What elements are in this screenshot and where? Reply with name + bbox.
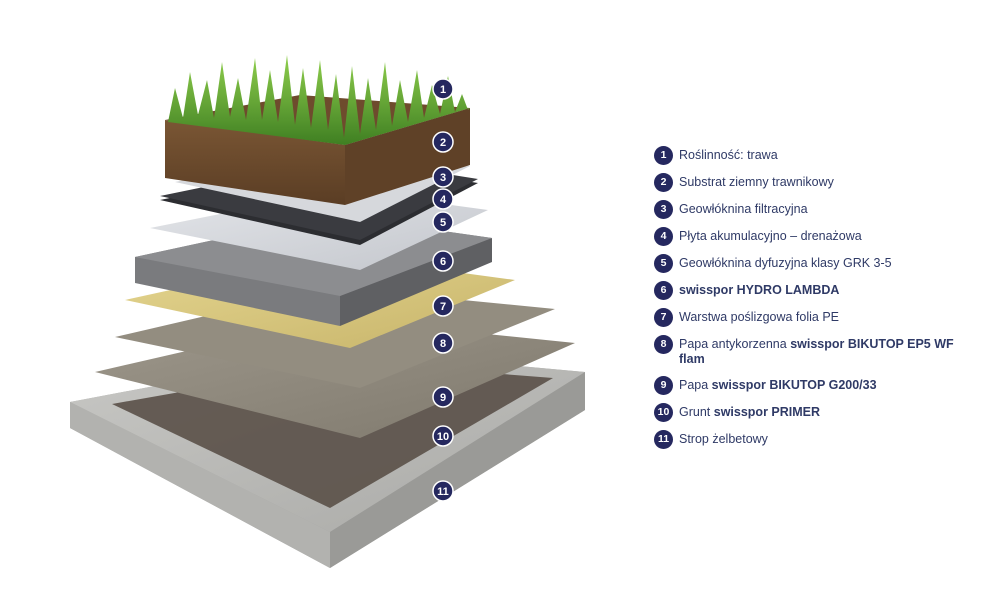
marker-9: 9 <box>432 386 454 408</box>
legend-item-11: 11 Strop żelbetowy <box>654 430 964 459</box>
svg-text:11: 11 <box>437 486 449 498</box>
legend-item-2: 2 Substrat ziemny trawnikowy <box>654 173 964 202</box>
legend-item-8: 8 Papa antykorzenna swisspor BIKUTOP EP5… <box>654 335 964 378</box>
legend-item-5: 5 Geowłóknina dyfuzyjna klasy GRK 3-5 <box>654 254 964 283</box>
marker-5: 5 <box>432 211 454 233</box>
legend-item-4: 4 Płyta akumulacyjno – drenażowa <box>654 227 964 256</box>
marker-2: 2 <box>432 131 454 153</box>
svg-text:9: 9 <box>440 392 446 404</box>
marker-4: 4 <box>432 188 454 210</box>
legend-number-badge: 3 <box>654 200 673 219</box>
marker-1: 1 <box>432 78 454 100</box>
legend-number-badge: 10 <box>654 403 673 422</box>
legend-number-badge: 9 <box>654 376 673 395</box>
legend-item-7: 7 Warstwa poślizgowa folia PE <box>654 308 964 337</box>
legend-number-badge: 7 <box>654 308 673 327</box>
marker-7: 7 <box>432 295 454 317</box>
layer-legend: 1 Roślinność: trawa 2 Substrat ziemny tr… <box>654 146 964 459</box>
svg-text:5: 5 <box>440 217 446 229</box>
legend-number-badge: 11 <box>654 430 673 449</box>
legend-item-9: 9 Papa swisspor BIKUTOP G200/33 <box>654 376 964 405</box>
svg-text:8: 8 <box>440 338 446 350</box>
svg-text:10: 10 <box>437 431 449 443</box>
legend-item-3: 3 Geowłóknina filtracyjna <box>654 200 964 229</box>
legend-number-badge: 2 <box>654 173 673 192</box>
legend-number-badge: 6 <box>654 281 673 300</box>
legend-item-6: 6 swisspor HYDRO LAMBDA <box>654 281 964 310</box>
marker-3: 3 <box>432 166 454 188</box>
legend-number-badge: 1 <box>654 146 673 165</box>
marker-11: 11 <box>432 480 454 502</box>
layer-grass <box>168 55 470 145</box>
legend-number-badge: 8 <box>654 335 673 354</box>
marker-6: 6 <box>432 250 454 272</box>
green-roof-layer-diagram: 1 2 3 4 5 6 7 8 9 10 11 <box>70 55 585 568</box>
legend-number-badge: 4 <box>654 227 673 246</box>
svg-text:6: 6 <box>440 256 446 268</box>
svg-text:1: 1 <box>440 84 446 96</box>
svg-text:3: 3 <box>440 172 446 184</box>
marker-8: 8 <box>432 332 454 354</box>
svg-text:4: 4 <box>440 194 447 206</box>
svg-text:7: 7 <box>440 301 446 313</box>
legend-number-badge: 5 <box>654 254 673 273</box>
legend-item-10: 10 Grunt swisspor PRIMER <box>654 403 964 432</box>
marker-10: 10 <box>432 425 454 447</box>
legend-item-1: 1 Roślinność: trawa <box>654 146 964 175</box>
svg-text:2: 2 <box>440 137 446 149</box>
